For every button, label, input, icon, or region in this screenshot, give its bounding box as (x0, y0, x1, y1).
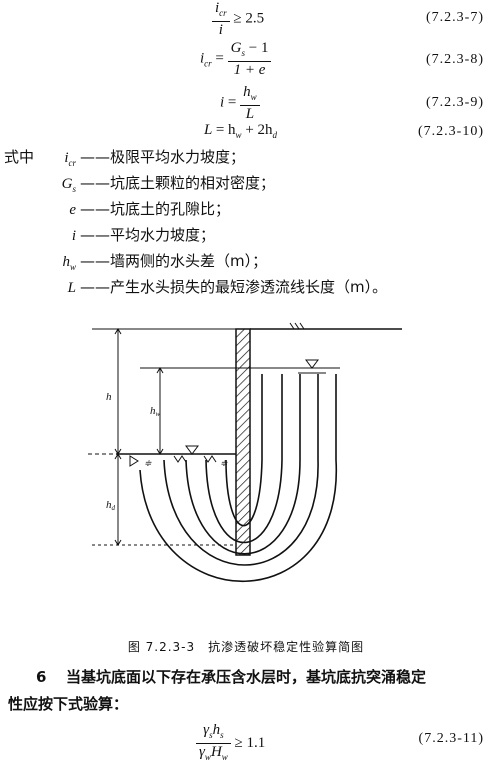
equation-number: (7.2.3-10) (418, 124, 484, 139)
equation-number: (7.2.3-8) (426, 52, 484, 67)
equation-7-2-3-10: L = hw + 2hd (204, 122, 278, 140)
definitions-lead: 式中 (4, 148, 35, 166)
paragraph-number: 6 (36, 668, 47, 686)
definition-i: i——平均水力坡度； (71, 226, 216, 244)
paragraph-6: 6 当基坑底面以下存在承压含水层时，基坑底抗突涌稳定 性应按下式验算： (8, 664, 488, 718)
soil-hatch (289, 322, 305, 330)
paragraph-line-1: 当基坑底面以下存在承压含水层时，基坑底抗突涌稳定 (66, 668, 427, 686)
dimension-lines (92, 328, 282, 546)
equation-rhs: ≥ 1.1 (234, 734, 266, 751)
definition-gs: Gs——坑底土颗粒的相对密度； (61, 174, 276, 194)
definition-hw: hw——墙两侧的水头差（m）； (62, 252, 268, 272)
seepage-diagram: ≑ ≑ h hw hd (88, 322, 402, 582)
outside-water-level (282, 359, 340, 374)
label-h: h (106, 391, 112, 403)
equation-number: (7.2.3-7) (426, 10, 484, 25)
equation-number: (7.2.3-11) (418, 731, 484, 746)
label-hw: hw (150, 405, 161, 418)
svg-text:≑: ≑ (144, 458, 152, 468)
definition-l: L——产生水头损失的最短渗透流线长度（m）。 (67, 278, 388, 296)
definition-e: e——坑底土的孔隙比； (69, 200, 231, 218)
seepage-flow-lines (139, 374, 337, 582)
retaining-wall (235, 328, 251, 556)
seepage-exit-markers: ≑ ≑ (129, 455, 228, 468)
svg-text:≑: ≑ (220, 458, 228, 468)
equation-rhs: ≥ 2.5 (233, 10, 265, 27)
equation-7-2-3-9: i = hw L (220, 84, 260, 122)
equation-number: (7.2.3-9) (426, 95, 484, 110)
equation-7-2-3-8: icr = Gs − 1 1 + e (200, 40, 272, 78)
figure-caption: 图 7.2.3-3 抗渗透破坏稳定性验算简图 (127, 640, 365, 654)
inside-water-level (185, 445, 199, 455)
paragraph-line-2: 性应按下式验算： (8, 695, 129, 713)
equation-7-2-3-11: γshs γwHw ≥ 1.1 (196, 722, 265, 765)
label-hd: hd (106, 499, 116, 512)
definition-icr: icr——极限平均水力坡度； (64, 148, 246, 168)
